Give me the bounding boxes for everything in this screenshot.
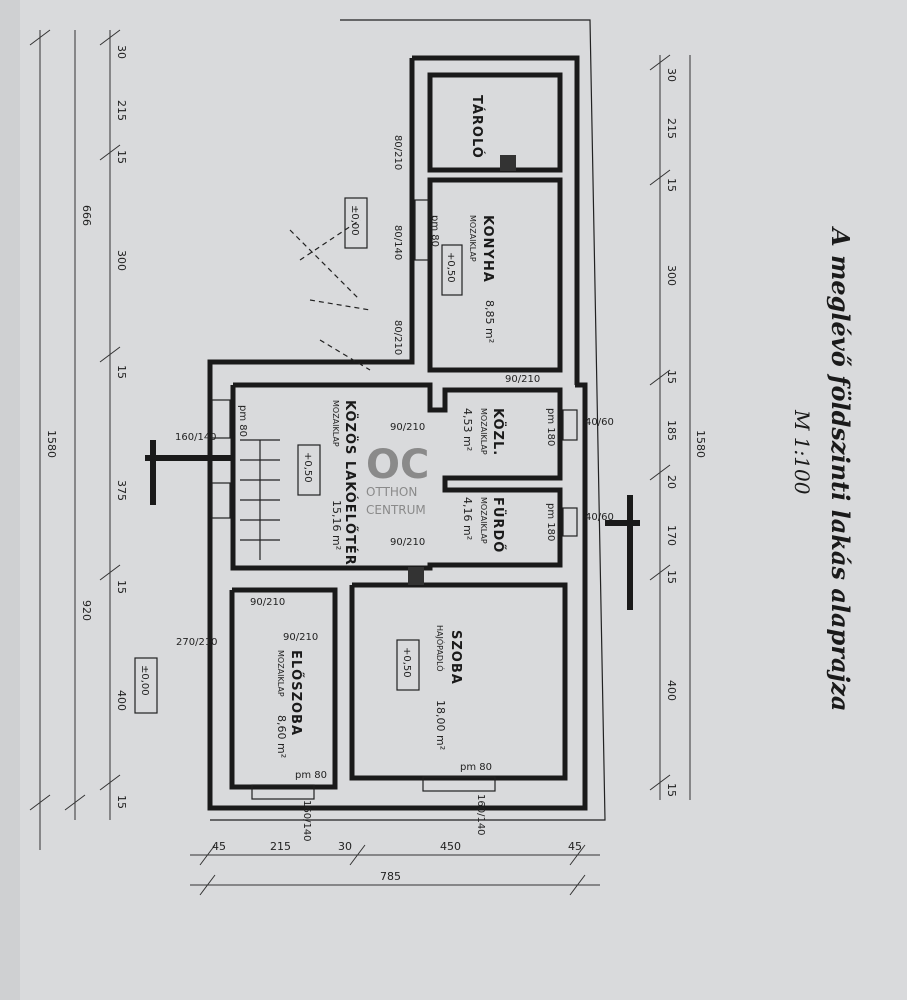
section-markers <box>145 440 640 610</box>
room-konyha-name: KONYHA <box>480 215 495 283</box>
opening-label: 80/210 <box>392 135 403 170</box>
dim-left-c: 15 <box>115 150 128 164</box>
opening-label: 160/140 <box>175 432 217 443</box>
dim-left-i: 15 <box>115 795 128 809</box>
watermark-logo: OC OTTHON CENTRUM <box>366 442 429 517</box>
dim-right-h: 170 <box>665 525 678 546</box>
opening-label: pm 80 <box>237 405 248 437</box>
room-kozl-name: KÖZL. <box>490 408 506 456</box>
dim-left-d: 300 <box>115 250 128 271</box>
room-kozl-material: MOZAIKLAP <box>479 408 488 455</box>
level-3: +0,50 <box>302 452 313 483</box>
dim-right-g: 20 <box>665 475 678 489</box>
level-2: +0,50 <box>445 252 456 283</box>
dim-left-total2: 920 <box>80 600 93 621</box>
level-4: +0,50 <box>401 647 412 678</box>
room-konyha-material: MOZAIKLAP <box>468 215 477 262</box>
opening-label: 90/210 <box>390 537 425 548</box>
dim-left-h: 400 <box>115 690 128 711</box>
svg-text:CENTRUM: CENTRUM <box>366 503 426 517</box>
opening-label: pm 80 <box>295 770 327 781</box>
room-eloszoba-name: ELŐSZOBA <box>288 650 304 736</box>
dim-bottom-d: 450 <box>440 840 461 853</box>
dimension-lines <box>29 29 691 896</box>
dim-right-c: 15 <box>665 178 678 192</box>
room-eloszoba-material: MOZAIKLAP <box>276 650 285 697</box>
dim-bottom-b: 215 <box>270 840 291 853</box>
dim-right-a: 30 <box>665 68 678 82</box>
opening-label: 80/140 <box>392 225 403 260</box>
room-konyha-area: 8,85 m² <box>483 300 496 343</box>
drawing-title: A meglévő földszinti lakás alaprajza <box>826 226 855 711</box>
room-kozl-area: 4,53 m² <box>461 408 474 451</box>
dim-left-a: 30 <box>115 45 128 59</box>
dim-left-b: 215 <box>115 100 128 121</box>
dim-left-g: 15 <box>115 580 128 594</box>
dim-right-f: 185 <box>665 420 678 441</box>
staircase <box>211 155 516 585</box>
level-1: ±0,00 <box>349 205 360 236</box>
opening-label: pm 180 <box>545 503 556 541</box>
room-furdo-name: FÜRDŐ <box>490 497 506 553</box>
room-lakoeloter-material: MOZAIKLAP <box>331 400 340 447</box>
dim-bottom-a: 45 <box>212 840 226 853</box>
opening-labels: 80/210 80/140 80/210 pm 80 90/210 90/210… <box>175 135 614 842</box>
dim-bottom-total: 785 <box>380 870 401 883</box>
opening-label: 270/210 <box>176 637 218 648</box>
room-szoba-name: SZOBA <box>448 630 463 685</box>
room-szoba-area: 18,00 m² <box>434 700 447 750</box>
opening-label: 90/210 <box>250 597 285 608</box>
dim-left-total1: 666 <box>80 205 93 226</box>
level-markers: ±0,00 +0,50 +0,50 +0,50 ±0,00 <box>134 197 463 714</box>
dim-right-total: 1580 <box>694 430 707 458</box>
opening-label: 90/210 <box>390 422 425 433</box>
windows <box>211 199 578 800</box>
opening-label: 160/140 <box>475 794 486 836</box>
dim-right-k: 15 <box>665 783 678 797</box>
svg-text:OC: OC <box>366 442 429 488</box>
room-eloszoba-area: 8,60 m² <box>275 715 288 758</box>
opening-label: pm 80 <box>429 215 440 247</box>
opening-label: 80/210 <box>392 320 403 355</box>
room-furdo-material: MOZAIKLAP <box>479 497 488 544</box>
opening-label: 40/60 <box>585 417 614 428</box>
opening-label: 160/140 <box>301 800 312 842</box>
dim-bottom-c: 30 <box>338 840 352 853</box>
room-furdo-area: 4,16 m² <box>461 497 474 540</box>
dim-right-j: 400 <box>665 680 678 701</box>
opening-label: pm 80 <box>460 762 492 773</box>
dim-left-e: 15 <box>115 365 128 379</box>
opening-label: 90/210 <box>283 632 318 643</box>
room-lakoeloter-name: KÖZÖS LAKÓELŐTÉR <box>342 400 358 566</box>
room-szoba-material: HAJÓPADLÓ <box>435 625 446 672</box>
dim-right-i: 15 <box>665 570 678 584</box>
dim-bottom-e: 45 <box>568 840 582 853</box>
opening-label: 40/60 <box>585 512 614 523</box>
svg-text:OTTHON: OTTHON <box>366 485 417 499</box>
room-lakoeloter-area: 15,16 m² <box>330 500 343 550</box>
site-boundary <box>210 19 606 821</box>
dim-left-f: 375 <box>115 480 128 501</box>
dim-right-d: 300 <box>665 265 678 286</box>
dim-right-b: 215 <box>665 118 678 139</box>
drawing-scale: M 1:100 <box>790 409 814 495</box>
room-tarolo-name: TÁROLÓ <box>469 95 485 159</box>
opening-label: 90/210 <box>505 374 540 385</box>
opening-label: pm 180 <box>545 408 556 446</box>
dim-right-e: 15 <box>665 370 678 384</box>
walls <box>207 55 588 811</box>
level-5: ±0,00 <box>139 665 150 696</box>
dim-left-total: 1580 <box>45 430 58 458</box>
